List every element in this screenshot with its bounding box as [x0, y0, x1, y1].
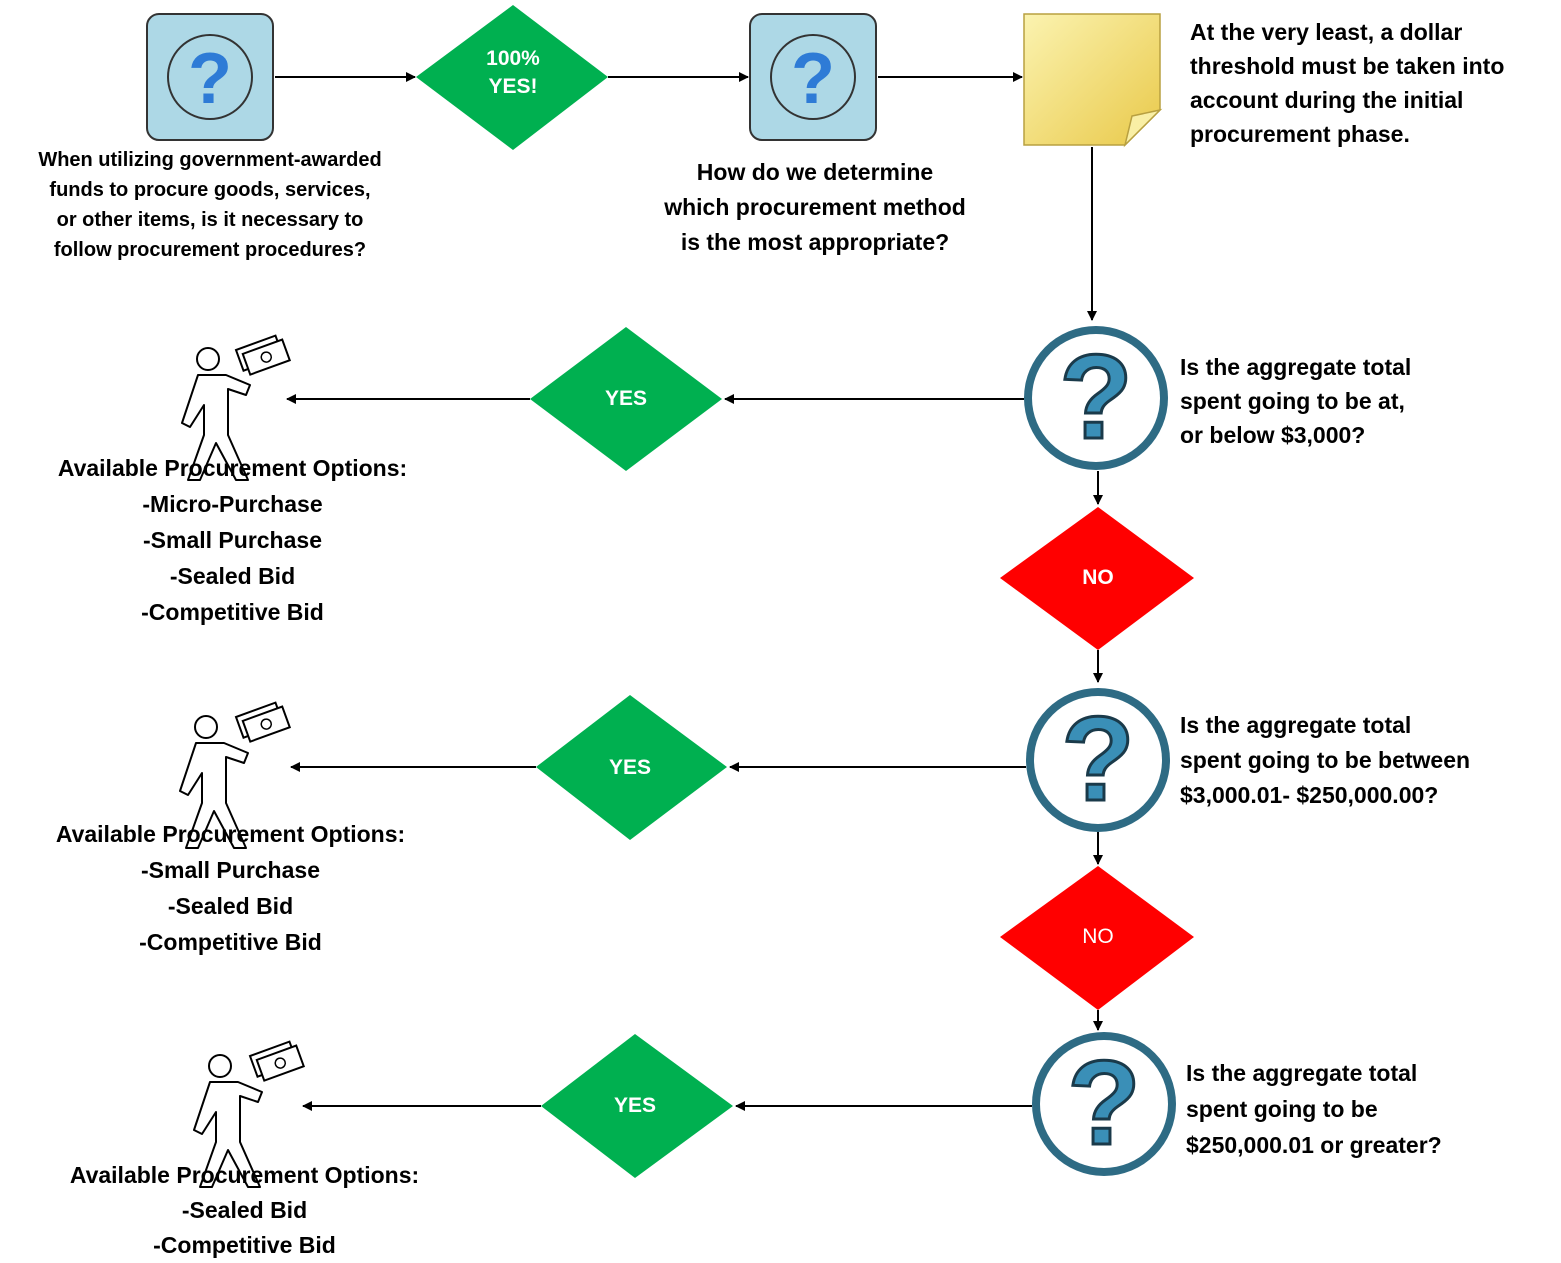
text-line: Is the aggregate total [1180, 354, 1412, 380]
yes-diamond-3-label: YES [585, 1092, 685, 1120]
text-line: account during the initial [1190, 87, 1464, 113]
question-mark-icon: ? [1059, 330, 1132, 464]
sticky-note-icon [1023, 13, 1163, 148]
question-mark-icon: ? [1061, 692, 1134, 826]
person-with-money-icon [193, 1040, 306, 1188]
decision-3-question: Is the aggregate total spent going to be… [1186, 1055, 1556, 1163]
text-line: Is the aggregate total [1180, 712, 1412, 738]
yes-diamond-1-label: YES [576, 385, 676, 413]
options-list-1: Available Procurement Options: -Micro-Pu… [20, 450, 445, 630]
decision-1-question: Is the aggregate total spent going to be… [1180, 350, 1550, 452]
yes-diamond-top-label: 100% YES! [463, 45, 563, 101]
text-line: or below $3,000? [1180, 422, 1366, 448]
text-line: How do we determine [696, 159, 934, 185]
no-diamond-1 [1000, 507, 1194, 650]
question-box-1: ? [146, 13, 274, 141]
diamond-label-line: 100% [486, 47, 540, 70]
person-with-money-icon [181, 334, 292, 481]
question-mark-icon: ? [1067, 1036, 1140, 1170]
text-line: At the very least, a dollar [1190, 19, 1463, 45]
decision-2-question: Is the aggregate total spent going to be… [1180, 708, 1560, 813]
option-item: -Sealed Bid [181, 1197, 308, 1223]
yes-diamond-3 [541, 1034, 733, 1178]
option-item: -Competitive Bid [153, 1232, 336, 1258]
question-box-2: ? [749, 13, 877, 141]
options-list-2: Available Procurement Options: -Small Pu… [18, 816, 443, 960]
diamond-label-line: NO [1082, 566, 1114, 589]
option-item: -Small Purchase [143, 527, 322, 553]
yes-diamond-1 [530, 327, 722, 471]
option-item: -Competitive Bid [141, 599, 324, 625]
option-item: -Sealed Bid [169, 563, 296, 589]
text-line: When utilizing government-awarded [38, 149, 382, 171]
diamond-label-line: YES! [488, 75, 538, 98]
no-diamond-2 [1000, 866, 1194, 1010]
decision-circle-1: ? [1024, 326, 1168, 470]
text-line: is the most appropriate? [680, 229, 950, 255]
question-mark-icon: ? [791, 39, 835, 119]
text-line: threshold must be taken into [1190, 53, 1505, 79]
no-diamond-1-label: NO [1048, 564, 1148, 592]
yes-diamond-2 [536, 695, 727, 840]
person-with-money-icon [179, 701, 292, 849]
diamond-label-line: YES [613, 1094, 657, 1117]
note-text: At the very least, a dollar threshold mu… [1190, 15, 1560, 151]
question-1-text: When utilizing government-awarded funds … [0, 145, 420, 265]
no-diamond-2-label: NO [1048, 923, 1148, 951]
option-item: -Sealed Bid [167, 893, 294, 919]
text-line: funds to procure goods, services, [49, 179, 371, 201]
decision-circle-3: ? [1032, 1032, 1176, 1176]
text-line: Is the aggregate total [1186, 1060, 1418, 1086]
options-list-3: Available Procurement Options: -Sealed B… [32, 1158, 457, 1263]
text-line: or other items, is it necessary to [56, 209, 364, 231]
options-heading: Available Procurement Options: [57, 455, 408, 481]
text-line: $3,000.01- $250,000.00? [1180, 782, 1439, 808]
options-heading: Available Procurement Options: [69, 1162, 420, 1188]
text-line: spent going to be [1186, 1096, 1378, 1122]
options-heading: Available Procurement Options: [55, 821, 406, 847]
option-item: -Small Purchase [141, 857, 320, 883]
diamond-label-line: YES [604, 387, 648, 410]
option-item: -Micro-Purchase [142, 491, 323, 517]
option-item: -Competitive Bid [139, 929, 322, 955]
yes-diamond-top [416, 5, 608, 150]
diamond-label-line: NO [1082, 925, 1114, 948]
decision-circle-2: ? [1026, 688, 1170, 832]
question-mark-icon: ? [188, 39, 232, 119]
text-line: follow procurement procedures? [53, 239, 367, 261]
text-line: $250,000.01 or greater? [1186, 1132, 1442, 1158]
text-line: spent going to be between [1180, 747, 1471, 773]
diamond-label-line: YES [608, 756, 652, 779]
text-line: which procurement method [664, 194, 966, 220]
yes-diamond-2-label: YES [580, 754, 680, 782]
text-line: procurement phase. [1190, 121, 1410, 147]
question-2-text: How do we determine which procurement me… [630, 155, 1000, 260]
text-line: spent going to be at, [1180, 388, 1405, 414]
